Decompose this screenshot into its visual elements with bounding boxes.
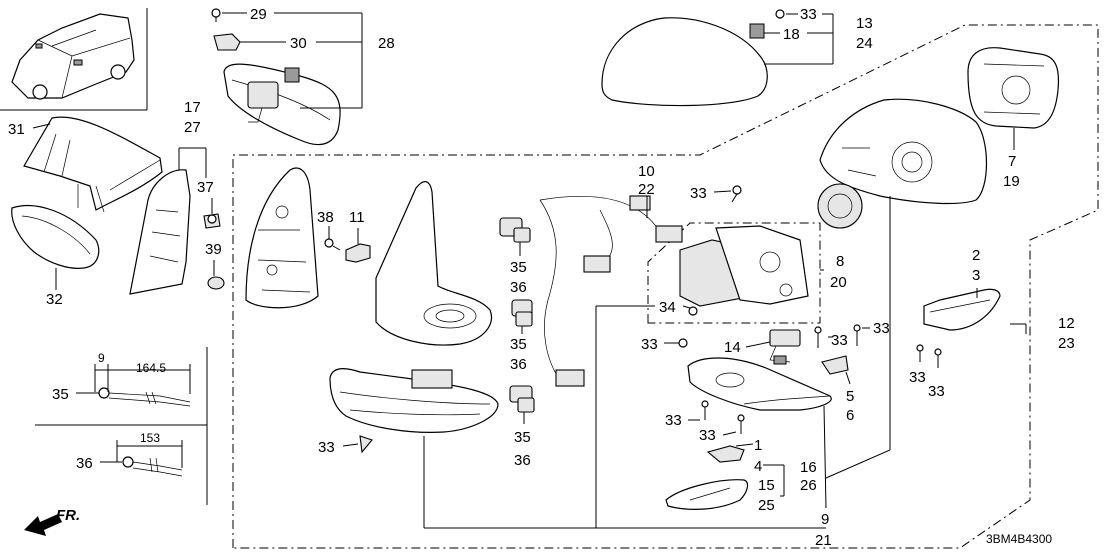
callout-13: 13 [856,15,873,32]
callout-1: 1 [754,437,762,454]
callout-33: 33 [699,427,716,444]
lower-base-plate [687,357,832,411]
dimension-164-5: 164.5 [136,361,166,375]
grommets [203,213,225,290]
callout-26: 26 [800,477,817,494]
garnish [129,169,191,295]
callout-11: 11 [349,209,365,226]
callout-15: 15 [758,477,775,494]
callout-19: 19 [1003,173,1020,190]
mirror-housing-shell [817,98,988,229]
callout-17: 17 [184,99,201,116]
callout-6: 6 [846,407,854,424]
callout-36: 36 [510,356,527,373]
bulb-36-detail [122,456,183,477]
lamp-lens-15-25 [665,479,749,510]
callout-20: 20 [830,274,847,291]
callout-29: 29 [250,6,267,23]
callout-37: 37 [197,179,214,196]
side-turn-lamp [923,288,1001,331]
callout-31: 31 [8,121,25,138]
lower-cover [11,204,100,269]
callout-36: 36 [76,455,93,472]
mirror-actuator [679,185,809,316]
callout-33: 33 [318,439,335,456]
bulb-35-detail [98,387,191,407]
mirror-cap-cover [601,9,785,107]
leader-lines [32,12,1027,529]
part-drawings [11,8,1060,510]
small-parts-1-4 [706,445,745,463]
callout-33: 33 [909,369,926,386]
callout-12: 12 [1058,315,1075,332]
callout-24: 24 [856,35,873,52]
callout-9: 9 [821,511,829,528]
callout-33: 33 [831,332,848,349]
callout-14: 14 [724,339,741,356]
callout-35: 35 [510,259,527,276]
callout-38: 38 [317,209,334,226]
callout-25: 25 [758,497,775,514]
callout-7: 7 [1008,153,1016,170]
callout-33: 33 [800,6,817,23]
skull-cap [23,116,163,213]
callout-36: 36 [514,452,531,469]
callout-4: 4 [754,458,762,475]
callout-33: 33 [928,383,945,400]
callout-36: 36 [510,279,527,296]
callout-28: 28 [378,35,395,52]
diagram-code: 3BM4B4300 [986,532,1052,546]
screw-and-clip [324,238,371,263]
callout-34: 34 [659,299,676,316]
callout-33: 33 [690,185,707,202]
callout-35: 35 [510,336,527,353]
vehicle-thumbnail [11,13,135,100]
callout-labels: 29 30 28 33 18 13 24 17 27 37 39 31 32 3… [8,6,1075,549]
rearview-mirror [211,8,341,146]
callout-8: 8 [836,253,844,270]
front-label: FR. [56,507,80,524]
callout-33: 33 [665,412,682,429]
wire-harness [539,195,683,387]
callout-30: 30 [290,35,307,52]
callout-3: 3 [972,267,980,284]
callout-35: 35 [514,429,531,446]
clip-5-6 [821,355,849,375]
callout-39: 39 [205,241,222,258]
callout-5: 5 [846,388,854,405]
callout-2: 2 [972,247,980,264]
mirror-glass [967,47,1060,129]
dimension-153: 153 [140,431,160,445]
callout-32: 32 [46,291,63,308]
callout-18: 18 [783,26,800,43]
panel-borders [0,8,1099,549]
front-arrow-icon [24,514,62,536]
callout-21: 21 [815,532,832,549]
callout-16: 16 [800,459,817,476]
callout-27: 27 [184,119,201,136]
screws-33 [678,324,942,434]
lower-lamp-housing [329,368,499,433]
dimension-9: 9 [98,351,105,365]
screw-33-left [359,435,373,454]
callout-33: 33 [641,336,658,353]
callout-10: 10 [638,163,655,180]
callout-23: 23 [1058,335,1075,352]
callout-35: 35 [52,386,69,403]
callout-22: 22 [638,181,655,198]
mirror-base-plate [375,181,493,346]
connector-14 [769,329,801,365]
mirror-base-housing [245,167,319,309]
bulb-sockets [499,217,535,413]
callout-33: 33 [873,320,890,337]
